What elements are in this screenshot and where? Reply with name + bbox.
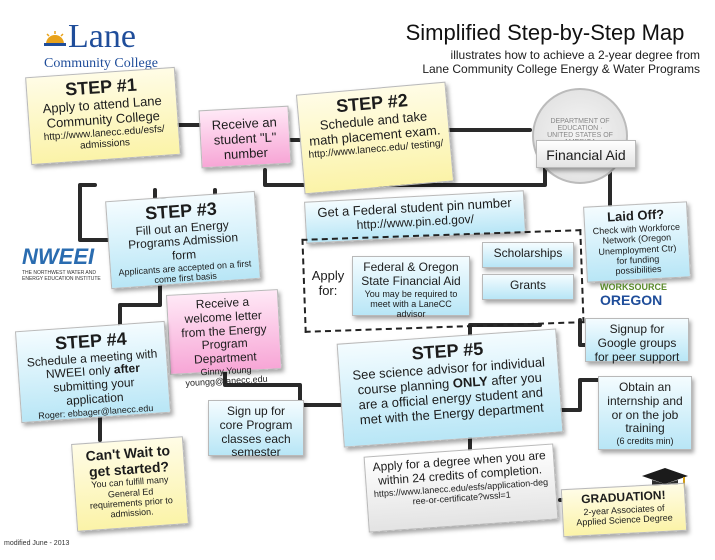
grants-text: Grants — [509, 278, 546, 292]
department-of-education-seal: DEPARTMENT OF EDUCATION · UNITED STATES … — [532, 88, 628, 184]
laid-off-text: Check with Workforce Network (Oregon Une… — [592, 221, 681, 277]
grants-note: Grants — [482, 274, 574, 300]
cant-wait-note: Can't Wait to get started? You can fulfi… — [71, 436, 189, 532]
welcome-letter-note: Receive a welcome letter from the Energy… — [165, 289, 283, 388]
step-5-note: STEP #5 See science advisor for individu… — [336, 328, 564, 448]
step-4-text-b: after — [113, 361, 141, 378]
step-4-text-c: submitting your application — [52, 375, 136, 408]
financial-aid-apply-note: Federal & Oregon State Financial Aid You… — [352, 256, 470, 319]
aid-title: Federal & Oregon State Financial Aid — [361, 260, 461, 288]
apply-for-label: Apply for: — [311, 268, 345, 298]
step-3-note: STEP #3 Fill out an Energy Programs Admi… — [105, 190, 261, 290]
financial-aid-label: Financial Aid — [536, 140, 636, 168]
l-number-note: Receive an student "L" number — [198, 105, 292, 169]
worksource-line2: OREGON — [600, 292, 663, 308]
google-text: Signup for Google groups for peer suppor… — [594, 322, 680, 364]
internship-text: Obtain an internship and or on the job t… — [607, 380, 683, 436]
l-number-text: Receive an student "L" number — [211, 114, 278, 162]
scholarships-text: Scholarships — [493, 246, 563, 260]
google-groups-note: Signup for Google groups for peer suppor… — [585, 318, 689, 364]
page-title: Simplified Step-by-Step Map — [405, 20, 685, 45]
nweei-logo: NWEEI THE NORTHWEST WATER AND ENERGY EDU… — [22, 244, 102, 294]
internship-note-text: (6 credits min) — [616, 436, 674, 447]
financial-aid-text: Financial Aid — [546, 147, 626, 163]
worksource-line1: WORKSOURCE — [600, 282, 667, 292]
aid-note: You may be required to meet with a LaneC… — [364, 288, 458, 320]
step-2-note: STEP #2 Schedule and take math placement… — [295, 81, 455, 195]
logo-name: Lane — [68, 18, 136, 55]
sunrise-icon — [44, 31, 66, 46]
core-text: Sign up for core Program classes each se… — [219, 404, 293, 460]
page-subtitle-2: Lane Community College Energy & Water Pr… — [422, 62, 700, 76]
core-classes-note: Sign up for core Program classes each se… — [208, 400, 304, 459]
welcome-text: Receive a welcome letter from the Energy… — [180, 294, 267, 367]
logo-subtitle: Community College — [44, 56, 158, 71]
scholarships-note: Scholarships — [482, 242, 574, 268]
modified-date: modified June - 2013 — [4, 540, 70, 547]
nweei-tagline: THE NORTHWEST WATER AND ENERGY EDUCATION… — [22, 270, 101, 282]
cant-wait-text: You can fulfill many General Ed requirem… — [89, 474, 174, 520]
page-subtitle-1: illustrates how to achieve a 2-year degr… — [450, 48, 700, 62]
step-1-note: STEP #1 Apply to attend Lane Community C… — [25, 66, 181, 166]
graduation-note: GRADUATION! 2-year Associates of Applied… — [560, 482, 688, 538]
lane-logo: Lane Community College — [44, 20, 164, 76]
apply-degree-note: Apply for a degree when you are within 2… — [363, 443, 559, 533]
nweei-name: NWEEI — [22, 244, 95, 269]
step-4-note: STEP #4 Schedule a meeting with NWEEI on… — [14, 320, 172, 424]
worksource-logo: WORKSOURCE OREGON — [600, 282, 690, 308]
laid-off-note: Laid Off? Check with Workforce Network (… — [583, 201, 691, 283]
internship-note: Obtain an internship and or on the job t… — [598, 376, 692, 450]
